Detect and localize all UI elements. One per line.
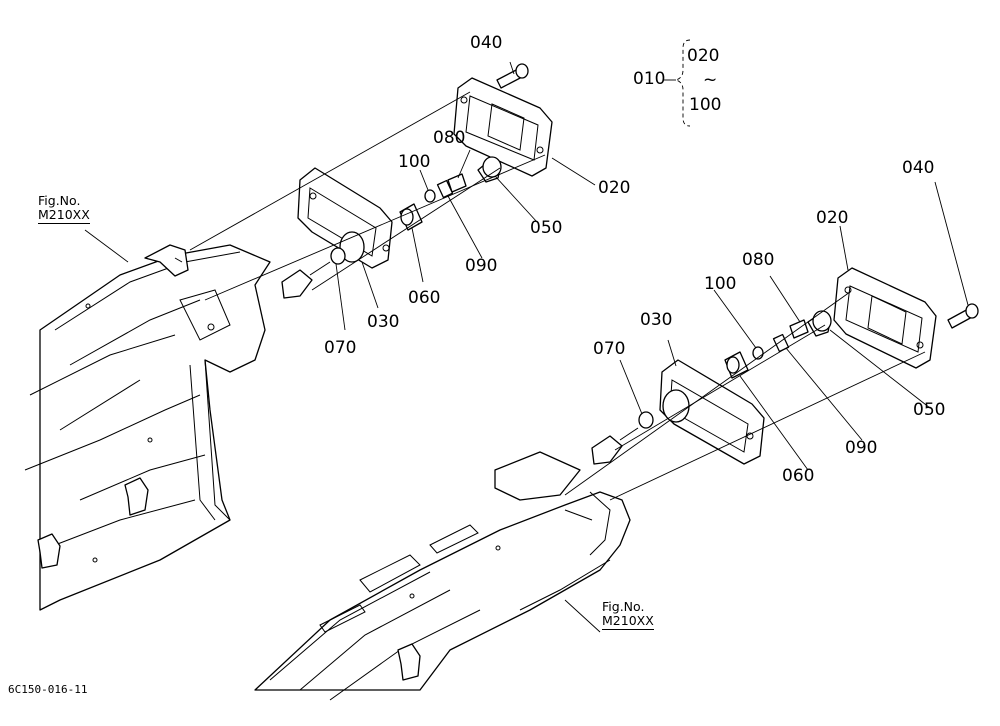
label-040-right: 040 (902, 158, 935, 178)
label-050-left: 050 (530, 218, 563, 238)
right-lamp-assembly (591, 267, 979, 465)
drawing-code: 6C150-016-11 (8, 683, 88, 696)
label-060-right: 060 (782, 466, 815, 486)
label-070-right: 070 (593, 339, 626, 359)
label-050-right: 050 (913, 400, 946, 420)
fig-ref-right: Fig.No. M210XX (602, 599, 654, 630)
label-060-left: 060 (408, 288, 441, 308)
label-030-right: 030 (640, 310, 673, 330)
label-070-left: 070 (324, 338, 357, 358)
fig-ref-left: Fig.No. M210XX (38, 193, 90, 224)
label-080-left: 080 (433, 128, 466, 148)
label-020-left: 020 (598, 178, 631, 198)
label-030-left: 030 (367, 312, 400, 332)
label-040-left: 040 (470, 33, 503, 53)
label-100-range-end: 100 (689, 95, 722, 115)
range-tilde: ~ (703, 70, 718, 90)
range-bracket (664, 39, 691, 127)
fig-ref-right-line2: M210XX (602, 613, 654, 630)
label-010: 010 (633, 69, 666, 89)
leader-lines (84, 61, 969, 633)
label-020-right: 020 (816, 208, 849, 228)
left-fender-body (24, 244, 271, 611)
fig-ref-left-line2: M210XX (38, 207, 90, 224)
label-100-right: 100 (704, 274, 737, 294)
label-090-right: 090 (845, 438, 878, 458)
right-fender-body (254, 451, 631, 701)
fig-ref-left-line1: Fig.No. (38, 193, 81, 208)
label-090-left: 090 (465, 256, 498, 276)
fig-ref-right-line1: Fig.No. (602, 599, 645, 614)
label-020-range-start: 020 (687, 46, 720, 66)
label-080-right: 080 (742, 250, 775, 270)
left-lamp-assembly (281, 63, 553, 299)
label-100-left: 100 (398, 152, 431, 172)
